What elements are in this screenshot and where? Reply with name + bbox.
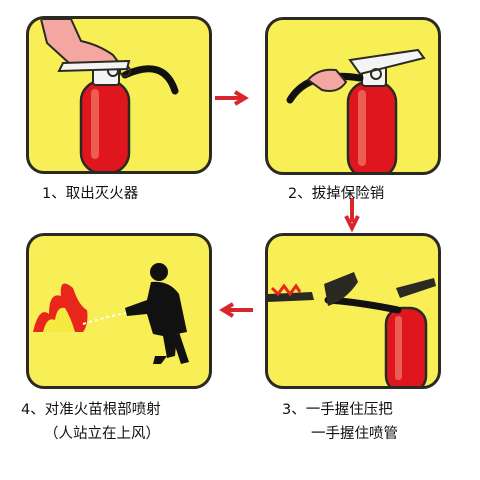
step-1-caption: 1、取出灭火器 [42,186,139,202]
hand-icon [268,272,358,306]
step-4-panel [26,233,212,389]
spray-line [82,311,132,325]
step-3-caption-line2: 一手握住喷管 [311,426,398,442]
extinguisher-icon [324,278,436,386]
extinguisher-icon [286,48,426,172]
step-2-panel [265,17,441,175]
arrow-right-icon [215,90,249,106]
step-1-panel [26,16,212,174]
step-4-caption: 4、对准火苗根部喷射 [21,402,161,418]
step-2-caption: 2、拔掉保险销 [288,186,385,202]
extinguisher-icon [79,65,179,171]
hand-icon [39,19,131,73]
step-4-illustration [33,263,189,364]
step-2-illustration [286,48,426,172]
step-4-caption-line2: （人站立在上风） [44,426,160,442]
arrow-down-icon [344,198,360,232]
step-3-panel [265,233,441,389]
arrow-left-icon [219,302,253,318]
step-3-caption: 3、一手握住压把 [282,402,393,418]
hand-icon [306,68,348,92]
step-1-illustration [39,19,179,171]
step-3-illustration [268,272,436,386]
flame-icon [33,283,88,332]
person-silhouette-icon [125,263,189,364]
